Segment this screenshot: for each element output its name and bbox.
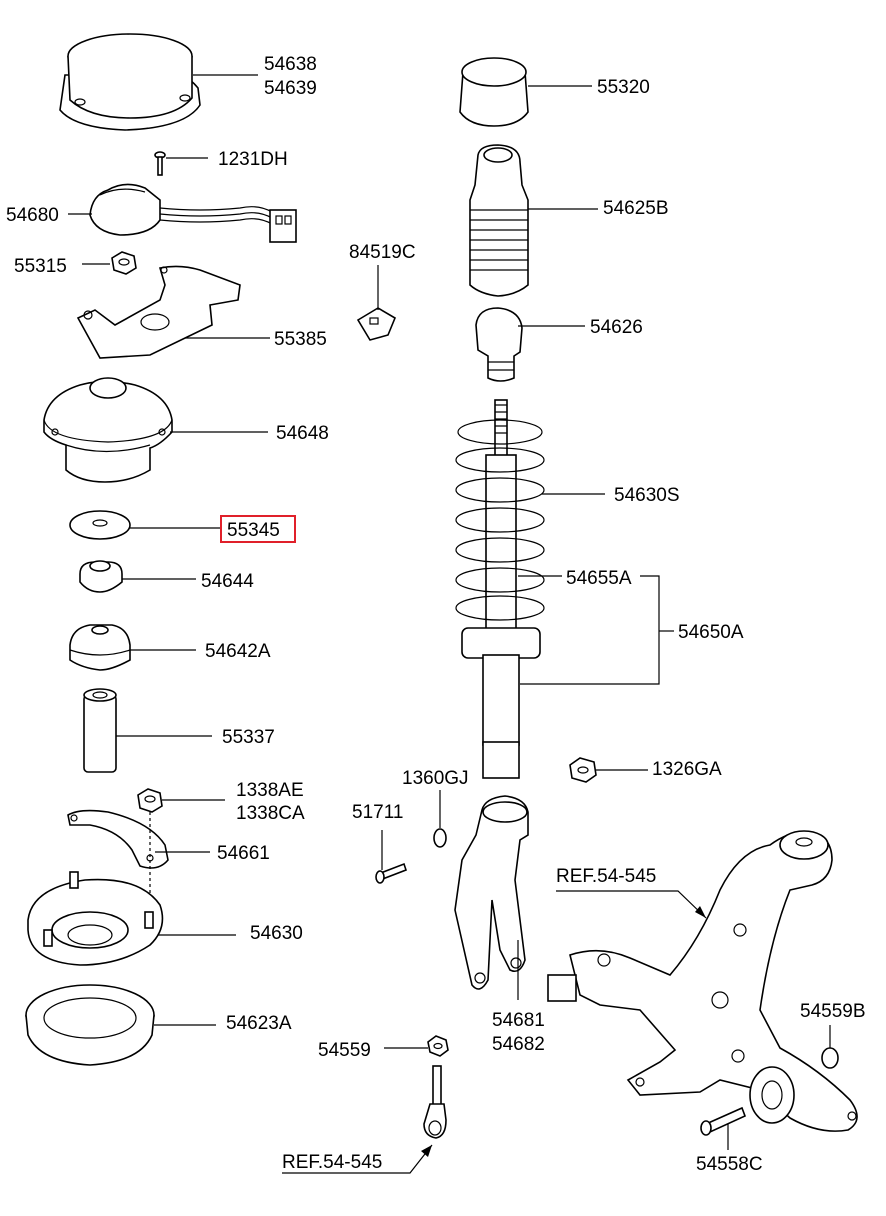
part-54558C-bolt xyxy=(700,1106,747,1136)
part-54630-seat xyxy=(27,871,164,966)
label-54681: 54681 xyxy=(492,1010,545,1031)
label-55385: 55385 xyxy=(274,329,327,350)
label-54661: 54661 xyxy=(217,843,270,864)
label-54650A: 54650A xyxy=(678,622,744,643)
label-54558C: 54558C xyxy=(696,1154,763,1175)
part-54661-plate xyxy=(67,809,169,869)
label-1326GA: 1326GA xyxy=(652,759,722,780)
part-54559B-nut xyxy=(821,1047,839,1069)
part-labels: 54638 54639 1231DH 54680 55315 55385 546… xyxy=(6,54,866,1175)
label-54682: 54682 xyxy=(492,1034,545,1055)
label-54559B: 54559B xyxy=(800,1001,866,1022)
part-54623A-ring xyxy=(25,984,155,1066)
part-55320-cap xyxy=(459,57,529,127)
part-1326GA-nut xyxy=(569,757,597,783)
part-54644-bushing xyxy=(79,560,123,593)
part-54650A-strut xyxy=(461,399,541,779)
label-1338AE: 1338AE xyxy=(236,780,304,801)
label-54559: 54559 xyxy=(318,1040,371,1061)
label-54626: 54626 xyxy=(590,317,643,338)
label-54630S: 54630S xyxy=(614,485,680,506)
label-54639: 54639 xyxy=(264,78,317,99)
part-54625B-boot xyxy=(469,144,529,297)
part-1231DH-screw xyxy=(154,151,166,176)
label-51711: 51711 xyxy=(352,802,403,823)
part-54642A-bumpstop xyxy=(69,624,131,671)
label-54623A: 54623A xyxy=(226,1013,292,1034)
label-54625B: 54625B xyxy=(603,198,669,219)
label-54638: 54638 xyxy=(264,54,317,75)
label-1338CA: 1338CA xyxy=(236,803,305,824)
label-55345: 55345 xyxy=(227,520,280,541)
label-ref-54-545-upper: REF.54-545 xyxy=(556,866,656,887)
part-54559-nut xyxy=(427,1035,449,1057)
label-54680: 54680 xyxy=(6,205,59,226)
part-55385-bracket xyxy=(76,265,241,359)
part-51711-bolt xyxy=(375,862,408,884)
part-55315-nut xyxy=(111,251,137,275)
label-54630: 54630 xyxy=(250,923,303,944)
highlight-box-55345 xyxy=(220,515,296,543)
part-54626-bumpstop xyxy=(475,307,523,382)
part-54680-sensor xyxy=(89,183,297,243)
part-55337-tube xyxy=(83,688,117,773)
label-54648: 54648 xyxy=(276,423,329,444)
part-lower-control-arm xyxy=(547,830,858,1132)
part-ball-joint xyxy=(423,1065,447,1139)
part-1360GJ-washer xyxy=(433,828,447,848)
label-55337: 55337 xyxy=(222,727,275,748)
part-54648-mount xyxy=(43,377,173,483)
part-1338AE-nut xyxy=(137,788,163,813)
label-55320: 55320 xyxy=(597,77,650,98)
part-54630S-spring xyxy=(455,419,545,621)
label-54655A: 54655A xyxy=(566,568,632,589)
part-55345-washer xyxy=(69,510,131,540)
part-54638-cap xyxy=(59,33,201,131)
label-ref-54-545-lower: REF.54-545 xyxy=(282,1152,382,1173)
label-1360GJ: 1360GJ xyxy=(402,768,469,789)
label-54644: 54644 xyxy=(201,571,254,592)
label-84519C: 84519C xyxy=(349,242,416,263)
label-55315: 55315 xyxy=(14,256,67,277)
label-1231DH: 1231DH xyxy=(218,149,288,170)
part-54681-knuckle xyxy=(454,795,529,990)
part-84519C-clip xyxy=(356,307,397,341)
label-54642A: 54642A xyxy=(205,641,271,662)
